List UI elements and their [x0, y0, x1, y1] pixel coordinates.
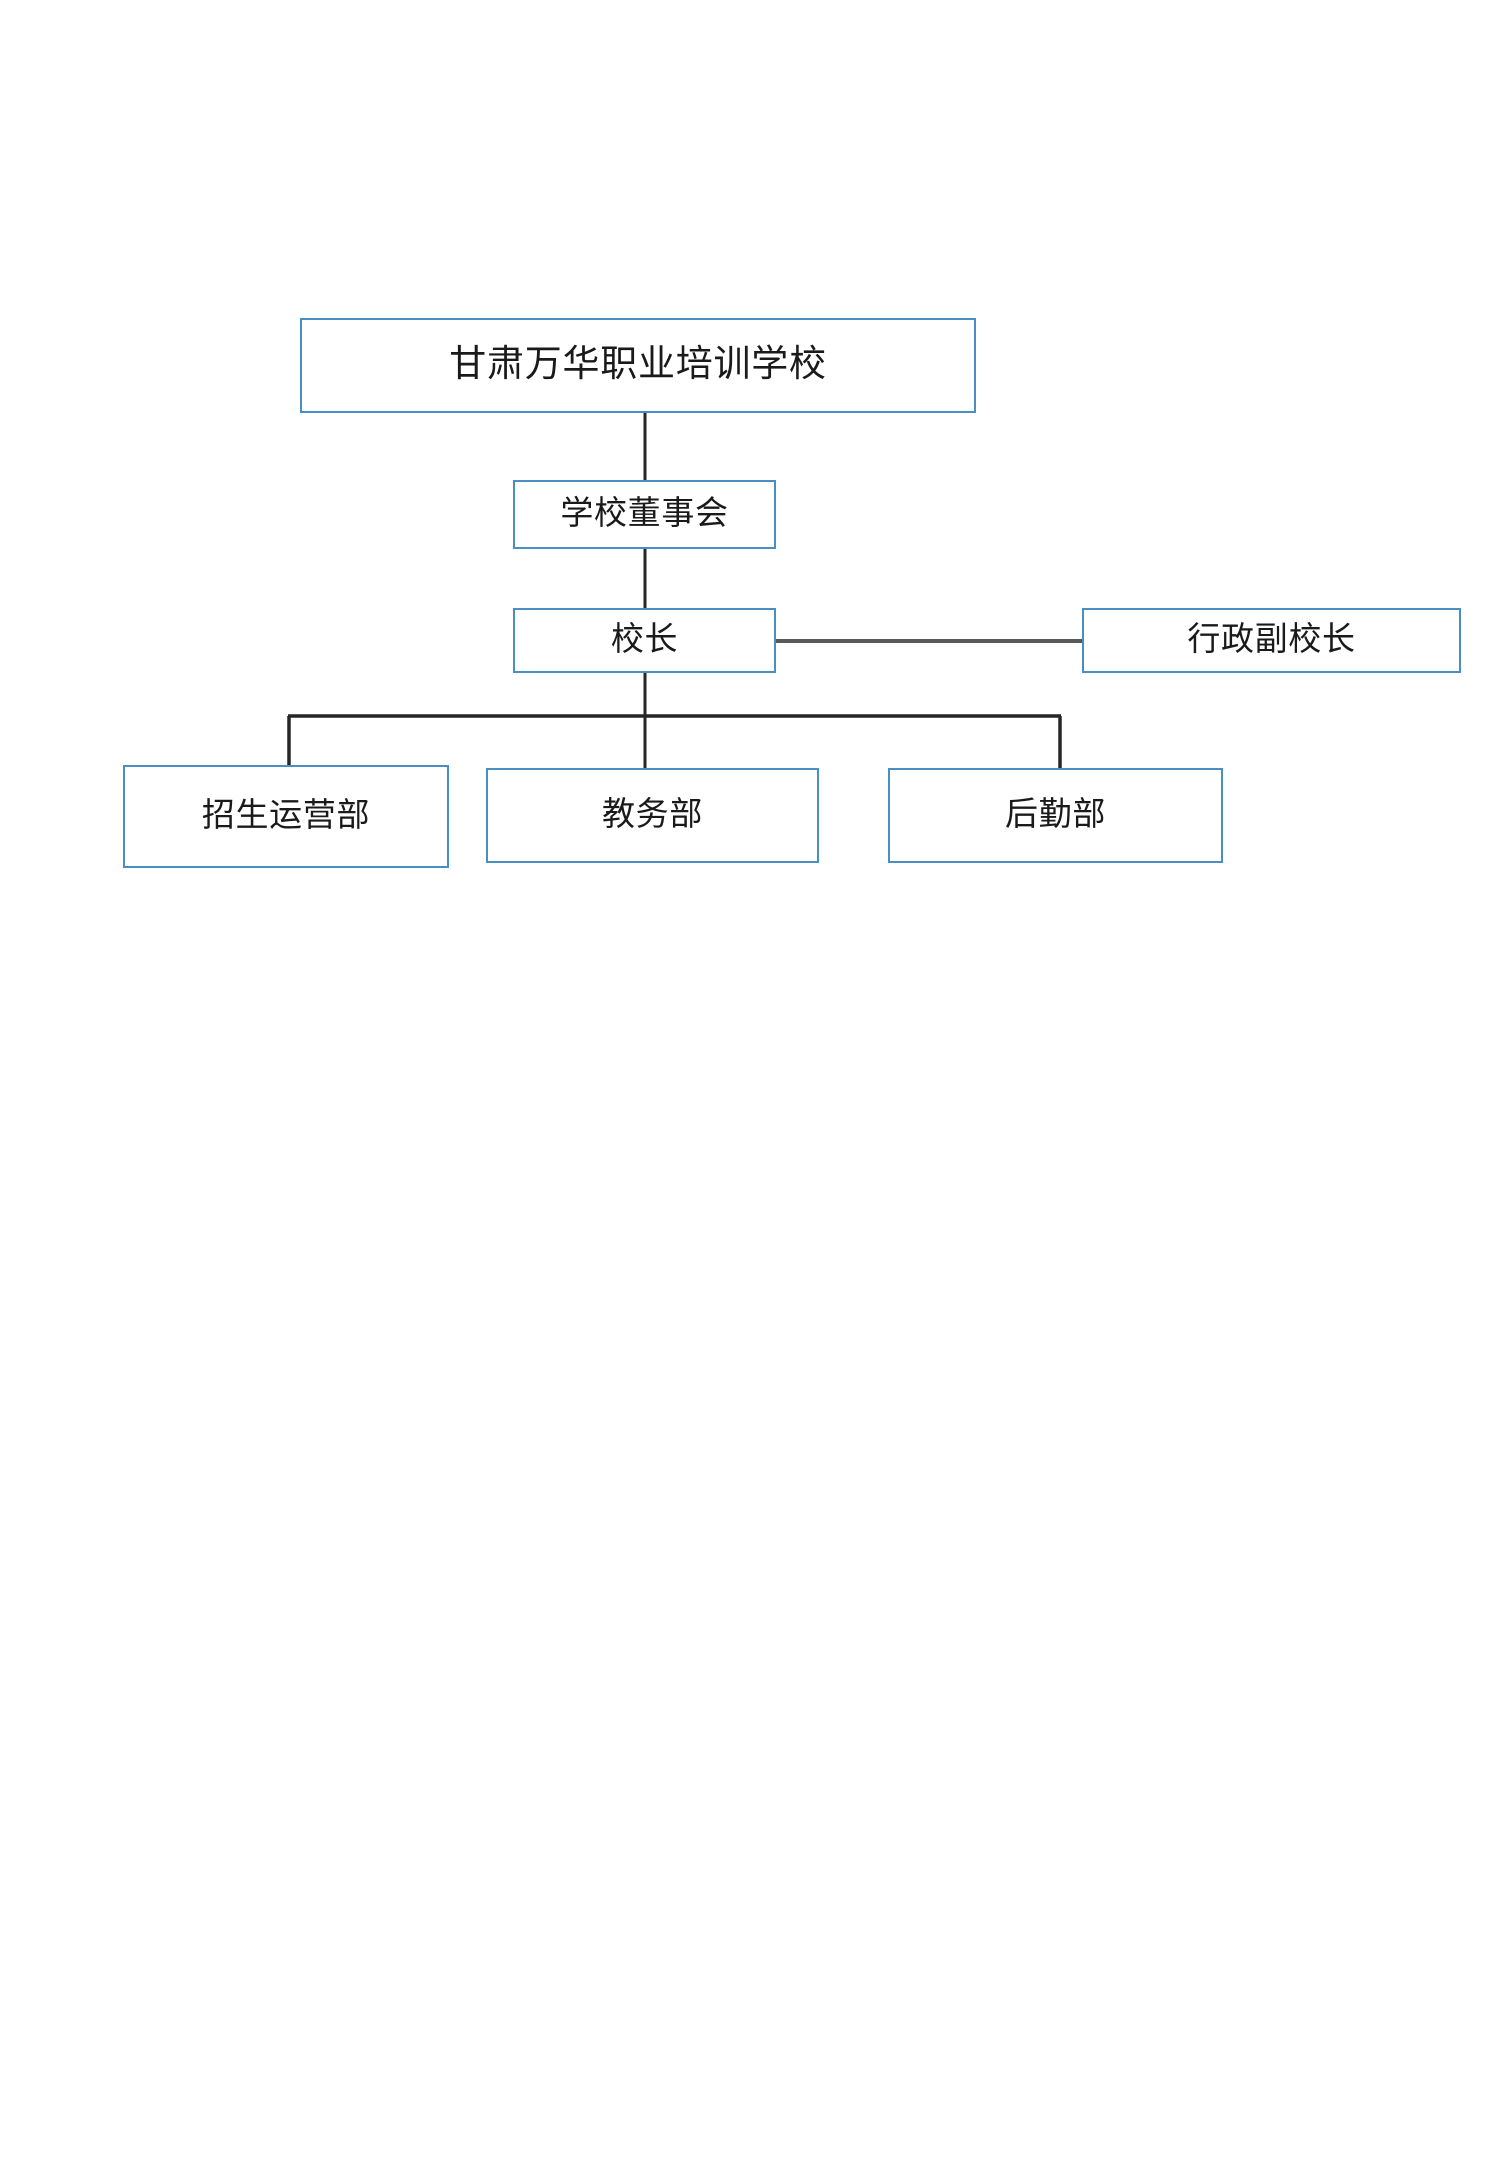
org-node-department-academic-label: 教务部 [602, 796, 703, 833]
org-node-department-logistics[interactable]: 后勤部 [888, 768, 1223, 863]
org-node-department-logistics-label: 后勤部 [1005, 796, 1106, 833]
org-chart: 甘肃万华职业培训学校 学校董事会 校长 行政副校长 招生运营部 教务部 后勤部 [0, 0, 1500, 1000]
org-node-board-of-directors[interactable]: 学校董事会 [513, 480, 776, 549]
org-node-department-admissions-label: 招生运营部 [201, 797, 371, 834]
org-node-school-label: 甘肃万华职业培训学校 [449, 344, 827, 386]
org-node-department-academic[interactable]: 教务部 [486, 768, 819, 863]
org-node-school[interactable]: 甘肃万华职业培训学校 [300, 318, 976, 413]
org-node-department-admissions[interactable]: 招生运营部 [123, 765, 449, 868]
org-node-vice-principal[interactable]: 行政副校长 [1082, 608, 1461, 673]
org-node-vice-principal-label: 行政副校长 [1187, 621, 1356, 658]
org-node-principal-label: 校长 [610, 621, 679, 658]
org-node-principal[interactable]: 校长 [513, 608, 776, 673]
org-node-board-of-directors-label: 学校董事会 [560, 495, 729, 532]
